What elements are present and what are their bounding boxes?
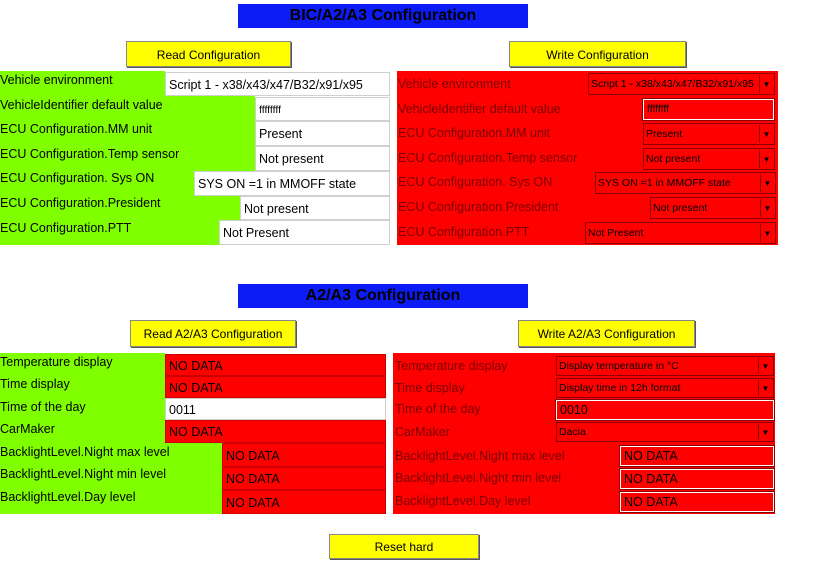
read-label-ptt: ECU Configuration.PTT [0, 221, 132, 235]
write-label-vehicle-environment: Vehicle environment [398, 77, 511, 91]
write-label-president: ECU Configuration.President [398, 200, 559, 214]
panel-fill [165, 220, 219, 245]
temperature-display-select[interactable]: Display temperature in °C ▼ [556, 356, 774, 376]
temp-sensor-select[interactable]: Not present ▼ [643, 148, 775, 170]
write-label-ptt: ECU Configuration.PTT [398, 225, 530, 239]
chevron-down-icon: ▼ [760, 174, 774, 192]
write-label-temp-sensor: ECU Configuration.Temp sensor [398, 151, 578, 165]
section1-title: BIC/A2/A3 Configuration [238, 4, 528, 28]
night-min-field[interactable]: NO DATA [619, 468, 775, 490]
read-label-president: ECU Configuration.President [0, 196, 161, 210]
read-configuration-button[interactable]: Read Configuration [126, 41, 291, 67]
write-a2a3-configuration-button[interactable]: Write A2/A3 Configuration [518, 320, 695, 347]
sys-on-select-value: SYS ON =1 in MMOFF state [598, 177, 731, 189]
chevron-down-icon: ▼ [758, 358, 772, 374]
write-label-day-level: BacklightLevel.Day level [395, 494, 531, 508]
read-label-time-display: Time display [0, 377, 70, 391]
carmaker-select[interactable]: Dacia ▼ [556, 422, 774, 442]
write-label-time-display: Time display [395, 381, 465, 395]
panel-fill [165, 171, 194, 196]
read-value-time-of-day: 0011 [165, 398, 386, 420]
panel-fill [165, 196, 240, 220]
read-value-temp-sensor: Not present [255, 146, 390, 171]
read-value-vehicle-environment: Script 1 - x38/x43/x47/B32/x91/x95 [165, 72, 390, 96]
mm-unit-select-value: Present [646, 128, 683, 140]
chevron-down-icon: ▼ [758, 424, 772, 440]
write-label-time-of-day: Time of the day [395, 402, 481, 416]
read-label-vehicle-environment: Vehicle environment [0, 73, 113, 87]
write-label-night-max: BacklightLevel.Night max level [395, 449, 565, 463]
vehicle-environment-select-value: Script 1 - x38/x43/x47/B32/x91/x95 [591, 78, 754, 90]
ptt-select[interactable]: Not Present ▼ [585, 222, 776, 244]
read-label-night-min: BacklightLevel.Night min level [0, 467, 167, 481]
read-value-mm-unit: Present [255, 121, 390, 146]
read-a2a3-panel [0, 353, 165, 514]
write-label-vehicle-identifier: VehicleIdentifier default value [398, 102, 561, 116]
night-max-field[interactable]: NO DATA [619, 445, 775, 467]
write-label-temperature-display: Temperature display [395, 359, 508, 373]
chevron-down-icon: ▼ [760, 224, 774, 242]
read-value-president: Not present [240, 196, 390, 220]
chevron-down-icon: ▼ [759, 150, 773, 168]
carmaker-select-value: Dacia [559, 426, 586, 438]
time-of-day-field[interactable]: 0010 [555, 399, 775, 421]
read-label-carmaker: CarMaker [0, 422, 55, 436]
vehicle-identifier-field[interactable]: ffffffff [642, 98, 775, 121]
write-label-sys-on: ECU Configuration. Sys ON [398, 175, 553, 189]
read-value-night-max: NO DATA [222, 443, 386, 467]
read-value-vehicle-identifier: ffffffff [255, 97, 390, 121]
read-value-temperature-display: NO DATA [165, 354, 386, 376]
read-value-time-display: NO DATA [165, 376, 386, 398]
read-label-mm-unit: ECU Configuration.MM unit [0, 122, 153, 136]
panel-fill [165, 121, 255, 171]
chevron-down-icon: ▼ [759, 125, 773, 143]
read-value-ptt: Not Present [219, 220, 390, 245]
read-label-temperature-display: Temperature display [0, 355, 113, 369]
mm-unit-select[interactable]: Present ▼ [643, 123, 775, 145]
temperature-display-select-value: Display temperature in °C [559, 360, 679, 372]
reset-hard-button[interactable]: Reset hard [329, 534, 479, 559]
read-value-day-level: NO DATA [222, 490, 386, 514]
read-label-temp-sensor: ECU Configuration.Temp sensor [0, 147, 180, 161]
chevron-down-icon: ▼ [759, 75, 773, 93]
read-value-carmaker: NO DATA [165, 420, 386, 443]
section2-title: A2/A3 Configuration [238, 284, 528, 308]
president-select[interactable]: Not present ▼ [650, 197, 776, 219]
read-label-time-of-day: Time of the day [0, 400, 86, 414]
write-label-carmaker: CarMaker [395, 425, 450, 439]
chevron-down-icon: ▼ [758, 380, 772, 396]
read-label-sys-on: ECU Configuration. Sys ON [0, 171, 155, 185]
write-label-night-min: BacklightLevel.Night min level [395, 471, 562, 485]
write-label-mm-unit: ECU Configuration.MM unit [398, 126, 551, 140]
panel-fill [165, 96, 255, 121]
chevron-down-icon: ▼ [760, 199, 774, 217]
time-display-select[interactable]: Display time in 12h format ▼ [556, 378, 774, 398]
temp-sensor-select-value: Not present [646, 153, 701, 165]
read-a2a3-configuration-button[interactable]: Read A2/A3 Configuration [130, 320, 296, 347]
read-config-panel [0, 71, 165, 245]
vehicle-environment-select[interactable]: Script 1 - x38/x43/x47/B32/x91/x95 ▼ [588, 73, 775, 95]
read-label-vehicle-identifier: VehicleIdentifier default value [0, 98, 163, 112]
read-label-night-max: BacklightLevel.Night max level [0, 445, 170, 459]
sys-on-select[interactable]: SYS ON =1 in MMOFF state ▼ [595, 172, 776, 194]
write-configuration-button[interactable]: Write Configuration [509, 41, 686, 67]
time-display-select-value: Display time in 12h format [559, 382, 681, 394]
read-value-sys-on: SYS ON =1 in MMOFF state [194, 171, 390, 196]
read-value-night-min: NO DATA [222, 467, 386, 490]
president-select-value: Not present [653, 202, 708, 214]
day-level-field[interactable]: NO DATA [619, 491, 775, 513]
read-label-day-level: BacklightLevel.Day level [0, 490, 136, 504]
panel-fill [165, 443, 222, 514]
ptt-select-value: Not Present [588, 227, 644, 239]
